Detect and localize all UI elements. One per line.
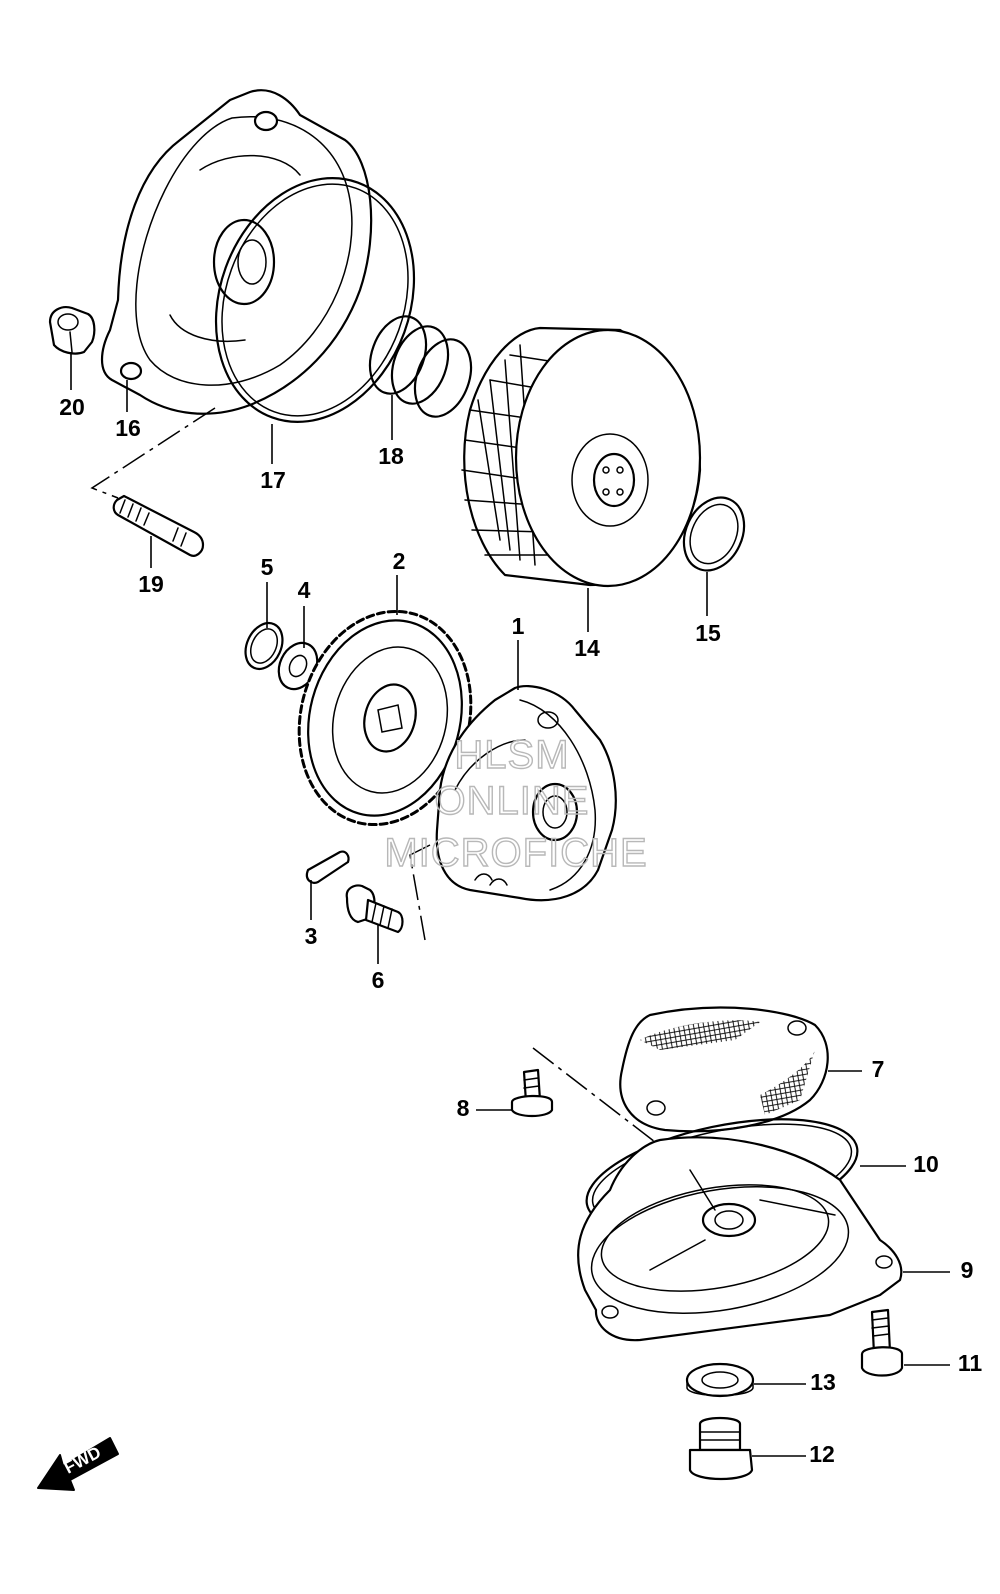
part-6-bolt [345,884,404,934]
callouts: 1 2 3 4 5 6 7 8 9 10 11 12 13 14 15 16 1… [59,394,982,1467]
callout-11: 11 [958,1350,983,1376]
part-7-oil-strainer [619,1006,829,1133]
callout-10: 10 [913,1151,939,1177]
part-3-dowel-pin [305,850,350,884]
callout-17: 17 [260,467,286,493]
callout-16: 16 [115,415,141,441]
watermark-line-3: MICROFICHE [384,831,647,875]
part-17-o-ring [214,177,416,423]
watermark-line-2: ONLINE [435,779,590,823]
part-19-stud-bolt [112,494,205,557]
part-15-o-ring [682,496,746,572]
callout-13: 13 [810,1369,836,1395]
part-2-oil-pump-gear [297,609,473,827]
part-11-bolt [860,1308,904,1377]
callout-19: 19 [138,571,164,597]
part-16-housing-cover [100,89,373,415]
callout-12: 12 [809,1441,835,1467]
callout-20: 20 [59,394,85,420]
fwd-arrow-icon: FWD [37,1437,119,1491]
callout-7: 7 [872,1056,885,1082]
callout-4: 4 [298,577,311,603]
alignment-lines [90,407,656,1143]
callout-2: 2 [393,548,406,574]
part-12-drain-plug [688,1416,754,1480]
callout-6: 6 [372,967,385,993]
callout-18: 18 [378,443,404,469]
part-18-spring [368,315,473,418]
callout-15: 15 [695,620,721,646]
callout-1: 1 [512,613,525,639]
part-14-oil-filter [461,326,702,588]
callout-3: 3 [305,923,318,949]
watermark: HLSM ONLINE MICROFICHE [384,732,648,875]
part-13-gasket [685,1362,755,1398]
part-9-oil-pan [577,1136,903,1342]
part-5-circlip [244,621,284,671]
part-1-oil-pump-body [435,684,617,902]
callout-14: 14 [574,635,600,661]
part-20-cap-nut [48,306,96,355]
part-8-bolt [510,1068,554,1118]
leader-lines [70,352,950,1457]
watermark-line-1: HLSM [454,733,569,777]
callout-8: 8 [457,1095,470,1121]
callout-9: 9 [961,1257,974,1283]
callout-5: 5 [261,554,274,580]
